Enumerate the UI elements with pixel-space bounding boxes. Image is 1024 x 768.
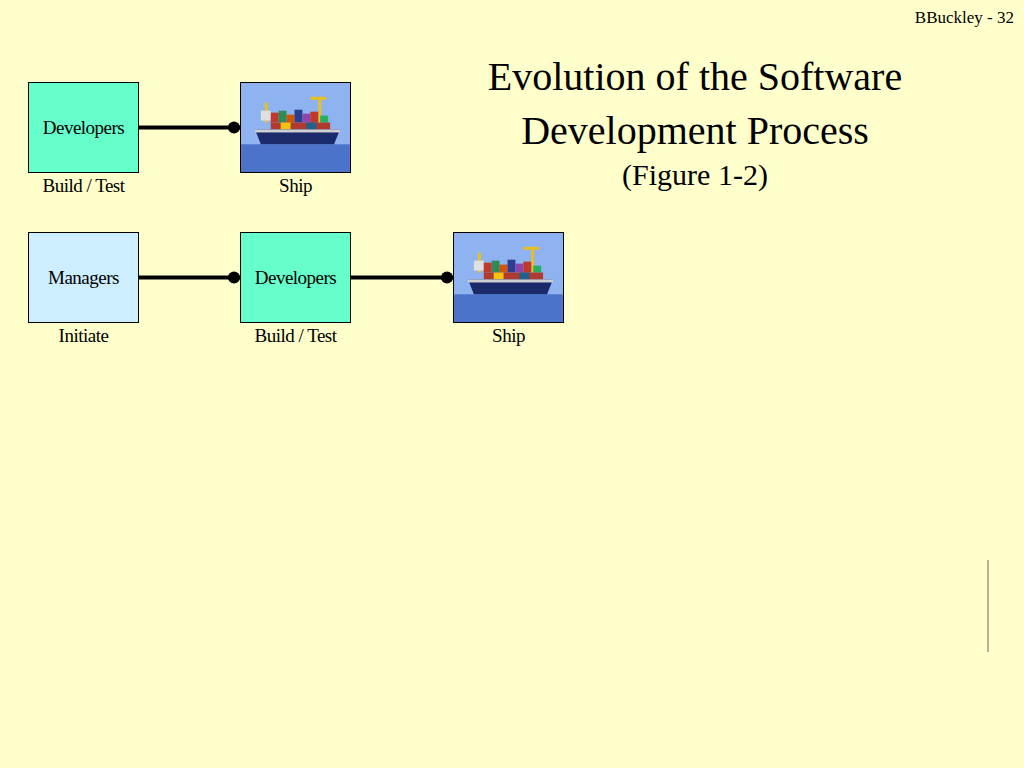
ship-part	[241, 144, 350, 172]
connector-line	[351, 276, 453, 280]
connector-line	[139, 276, 240, 280]
ship-illustration	[454, 233, 563, 322]
ship-part	[306, 123, 316, 130]
ship-box: Ship	[240, 82, 351, 173]
ship-part	[492, 261, 500, 273]
ship-part	[515, 264, 523, 273]
ship-box: Ship	[453, 232, 564, 323]
figure-label: (Figure 1-2)	[430, 158, 960, 192]
connector-dot	[228, 272, 240, 284]
stage-label: Build / Test	[0, 175, 178, 197]
ship-part	[454, 294, 563, 322]
ship-part	[241, 83, 350, 172]
connector-dot	[441, 272, 453, 284]
ship-part	[261, 111, 271, 121]
vertical-rule	[988, 560, 989, 652]
stage-label: Ship	[414, 325, 603, 347]
ship-part	[302, 114, 310, 123]
ship-part	[295, 110, 303, 123]
ship-part	[519, 273, 529, 280]
box-label: Developers	[29, 83, 138, 172]
connector-line	[139, 126, 240, 130]
slide-title: Evolution of the Software Development Pr…	[430, 50, 960, 158]
process-box: DevelopersBuild / Test	[28, 82, 139, 173]
connector-dot	[228, 122, 240, 134]
ship-part	[287, 115, 295, 123]
ship-part	[255, 129, 340, 132]
connector	[139, 272, 240, 284]
ship-part	[310, 97, 326, 100]
process-box: DevelopersBuild / Test	[240, 232, 351, 323]
box-label: Developers	[241, 233, 350, 322]
ship-part	[320, 116, 328, 123]
process-box: ManagersInitiate	[28, 232, 139, 323]
ship-part	[474, 261, 484, 271]
ship-part	[523, 262, 531, 273]
ship-part	[533, 266, 541, 273]
page-label: BBuckley - 32	[915, 8, 1014, 28]
box-label: Managers	[29, 233, 138, 322]
ship-part	[454, 233, 563, 322]
ship-part	[279, 111, 287, 123]
ship-part	[494, 273, 504, 280]
ship-part	[310, 112, 318, 123]
stage-label: Initiate	[0, 325, 178, 347]
stage-label: Build / Test	[201, 325, 390, 347]
ship-part	[281, 123, 291, 130]
connector	[139, 122, 240, 134]
ship-part	[468, 279, 553, 294]
ship-illustration	[241, 83, 350, 172]
stage-label: Ship	[201, 175, 390, 197]
ship-part	[523, 247, 539, 250]
connector	[351, 272, 453, 284]
ship-part	[271, 113, 279, 123]
ship-part	[271, 123, 330, 130]
ship-part	[484, 273, 543, 280]
ship-part	[468, 279, 553, 282]
ship-part	[255, 129, 340, 144]
ship-part	[484, 263, 492, 273]
ship-part	[500, 265, 508, 273]
ship-part	[508, 260, 516, 273]
